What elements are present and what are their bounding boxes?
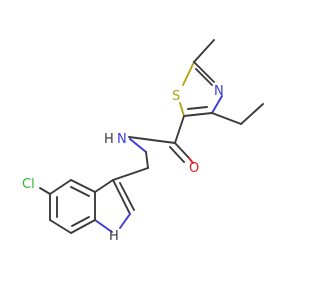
- bond-c3a-c4: [70, 179, 96, 193]
- bond-c3-c3a: [94, 179, 114, 193]
- bond-c5-carbonyl: [174, 115, 185, 144]
- bond-c3-c2: [112, 179, 131, 215]
- bond-ch2-indole: [112, 167, 149, 181]
- bond-c2-n: [193, 61, 215, 83]
- bond-co-red: [188, 157, 194, 164]
- indole-nh-label: H: [109, 229, 119, 244]
- bond-ethyl-2: [240, 103, 264, 125]
- bond-c7-c7a: [70, 219, 96, 234]
- bond-ch2-ch2: [145, 151, 149, 169]
- bond-c6-c7: [49, 219, 72, 234]
- bond-ethyl-1: [211, 112, 242, 125]
- amide-group: [128, 115, 194, 164]
- bond-c2-n1: [119, 213, 131, 229]
- bond-c4-c5: [183, 112, 213, 117]
- bond-carbonyl-n: [128, 136, 176, 144]
- bond-c4-c5-double: [187, 106, 208, 110]
- indole-ring-system: [49, 179, 135, 234]
- molecule-structure-diagram: S N N H O Cl H: [22, 39, 264, 244]
- thiazole-nitrogen-label: N: [214, 84, 224, 99]
- ethyl-group: [211, 103, 264, 125]
- chlorine-atom-label: Cl: [22, 177, 35, 192]
- bond-c3a-c4-double: [70, 186, 90, 197]
- bond-co-double: [169, 146, 185, 163]
- bond-c2-n-double: [195, 68, 213, 86]
- amide-nitrogen-label: N: [117, 132, 127, 147]
- bond-s-c2: [182, 61, 195, 86]
- bond-methyl: [193, 39, 215, 63]
- bond-co: [174, 142, 190, 159]
- sulfur-atom-label: S: [172, 89, 180, 104]
- bond-n-ch2: [129, 138, 147, 153]
- ethylene-linker: [112, 138, 149, 181]
- bond-c3-c2-double: [119, 182, 135, 211]
- bond-c4-c5: [49, 179, 72, 195]
- oxygen-atom-label: O: [189, 161, 199, 176]
- bond-n-c4: [211, 95, 223, 114]
- bond-c5-cl: [39, 187, 51, 195]
- bond-n1-c7a: [94, 219, 113, 233]
- bond-c5-s: [179, 102, 185, 117]
- thiazole-ring: [179, 61, 223, 117]
- bond-c7-c7a-double: [71, 216, 90, 227]
- amide-hydrogen-label: H: [104, 132, 114, 147]
